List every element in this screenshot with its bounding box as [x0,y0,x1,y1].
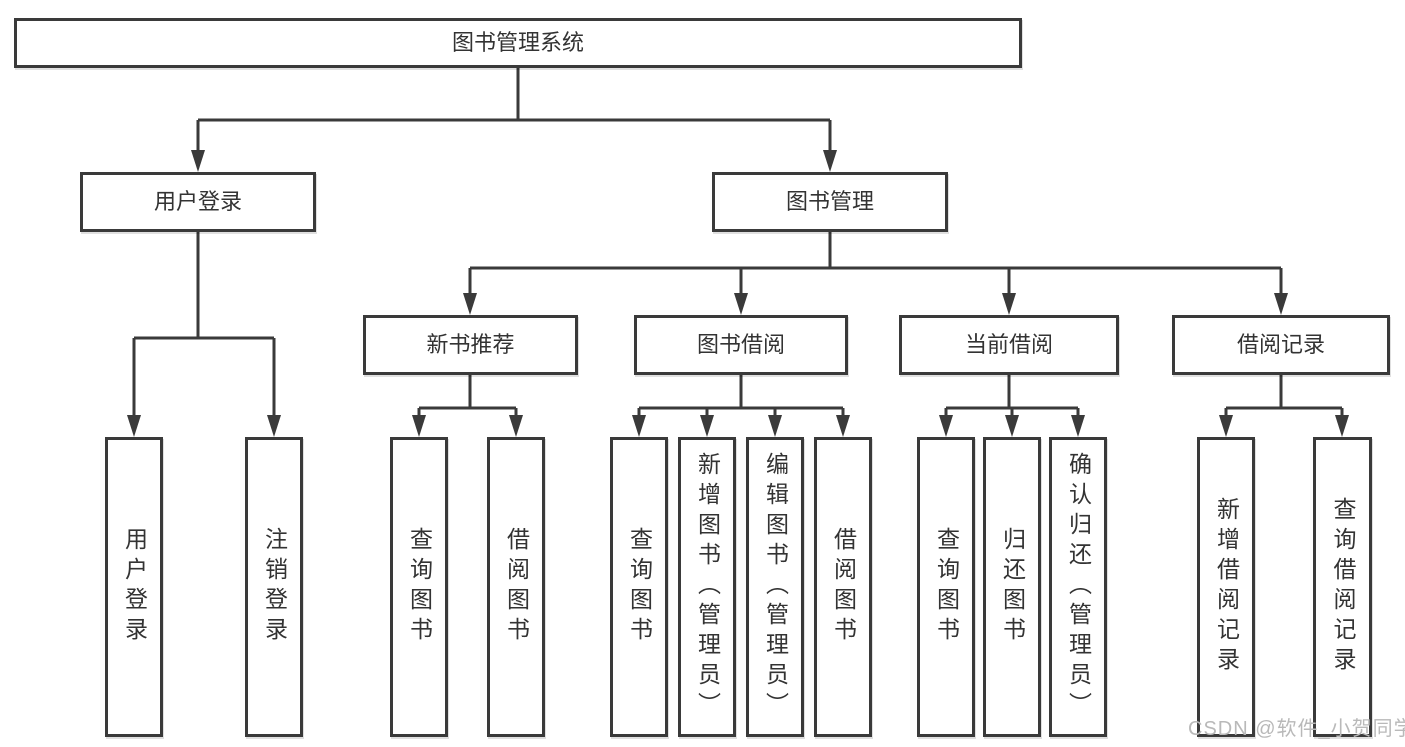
node-book-management: 图书管理 [712,172,948,232]
node-label: 用户登录 [153,189,242,214]
node-label: 注销登录 [261,527,288,647]
node-borrow-books-recommend: 借阅图书 [487,437,545,737]
node-label: 编辑图书（管理员） [762,452,789,722]
node-logout: 注销登录 [245,437,303,737]
node-user-login-group: 用户登录 [80,172,316,232]
node-label: 查询图书 [406,527,433,647]
node-label: 新增借阅记录 [1213,497,1240,677]
node-confirm-return-admin: 确认归还（管理员） [1049,437,1107,737]
node-label: 新书推荐 [426,332,515,357]
node-query-borrow-record: 查询借阅记录 [1313,437,1372,737]
node-label: 查询借阅记录 [1330,497,1356,677]
node-current-borrowing: 当前借阅 [899,315,1119,375]
node-borrowing-records: 借阅记录 [1172,315,1390,375]
node-label: 当前借阅 [964,332,1053,357]
node-library-system: 图书管理系统 [14,18,1022,68]
node-query-books-borrowing: 查询图书 [610,437,668,737]
node-return-books: 归还图书 [983,437,1041,737]
csdn-watermark: CSDN @软件_小贺同学 [1188,718,1405,740]
node-label: 图书管理系统 [451,30,584,55]
node-label: 图书管理 [785,189,874,214]
node-query-books-current: 查询图书 [917,437,975,737]
node-user-login: 用户登录 [105,437,163,737]
node-book-borrowing: 图书借阅 [634,315,848,375]
node-query-books-recommend: 查询图书 [390,437,448,737]
node-add-borrow-record: 新增借阅记录 [1197,437,1255,737]
node-label: 借阅记录 [1236,332,1325,357]
node-label: 用户登录 [121,527,148,647]
node-borrow-books: 借阅图书 [814,437,872,737]
node-label: 借阅图书 [830,527,857,647]
node-new-book-recommend: 新书推荐 [363,315,578,375]
node-label: 查询图书 [933,527,960,647]
node-label: 归还图书 [999,527,1026,647]
node-label: 查询图书 [626,527,653,647]
node-label: 借阅图书 [503,527,530,647]
node-add-book-admin: 新增图书（管理员） [678,437,736,737]
node-label: 确认归还（管理员） [1065,452,1092,722]
node-edit-book-admin: 编辑图书（管理员） [746,437,804,737]
node-label: 图书借阅 [696,332,785,357]
node-label: 新增图书（管理员） [694,452,721,722]
